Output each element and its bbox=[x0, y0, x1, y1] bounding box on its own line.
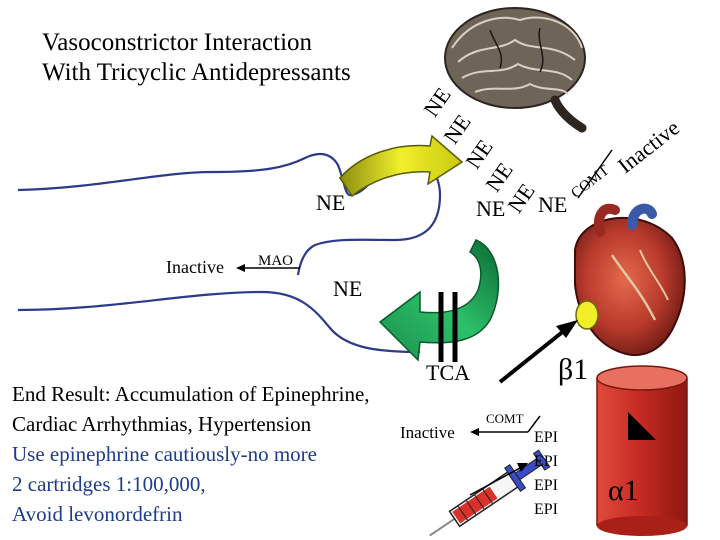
mao-arrow-head bbox=[236, 264, 245, 272]
result-line-1: End Result: Accumulation of Epinephrine, bbox=[12, 382, 370, 406]
epi-arrow-shaft bbox=[469, 467, 521, 496]
presynaptic-neuron bbox=[17, 152, 351, 197]
beta1-arrow-head bbox=[556, 320, 578, 338]
comt-arrow-tail bbox=[527, 415, 541, 433]
heart-icon bbox=[574, 203, 686, 356]
neuron-lower-edge bbox=[17, 290, 421, 354]
ne-label-synapse: NE bbox=[476, 196, 506, 221]
result-line-3: Use epinephrine cautiously-no more bbox=[12, 442, 317, 466]
comt-label-lower: COMT bbox=[486, 411, 524, 426]
epi-arrow-head bbox=[517, 463, 528, 472]
comt-arrow-head bbox=[470, 428, 479, 436]
brain-icon bbox=[444, 7, 587, 133]
blood-vessel-icon bbox=[596, 365, 688, 536]
ne-label-reuptake: NE bbox=[333, 276, 363, 301]
alpha1-receptor-marker bbox=[628, 412, 656, 440]
title-line-1: Vasoconstrictor Interaction bbox=[42, 29, 313, 56]
comt-synapse-arrow bbox=[577, 149, 613, 199]
epi-label-3: EPI bbox=[534, 477, 558, 494]
title-line-2: With Tricyclic Antidepressants bbox=[42, 59, 351, 86]
neuron-upper-lip bbox=[296, 238, 396, 276]
beta1-receptor-label: β1 bbox=[558, 353, 589, 386]
epi-label-2: EPI bbox=[534, 453, 558, 470]
epi-label-1: EPI bbox=[534, 429, 558, 446]
result-line-5: Avoid levonordefrin bbox=[12, 502, 183, 526]
ne-label-cleft: NE bbox=[538, 192, 568, 217]
alpha1-receptor-label: α1 bbox=[608, 474, 639, 507]
tca-label: TCA bbox=[426, 360, 470, 385]
ne-label-terminal: NE bbox=[316, 190, 346, 215]
release-arrow bbox=[339, 134, 464, 198]
mao-label: MAO bbox=[258, 253, 294, 269]
inactive-label-mao: Inactive bbox=[166, 257, 224, 277]
syringe-icon bbox=[429, 449, 551, 537]
result-line-2: Cardiac Arrhythmias, Hypertension bbox=[12, 412, 312, 436]
inactive-label-comt: Inactive bbox=[400, 423, 455, 442]
result-line-4: 2 cartridges 1:100,000, bbox=[12, 472, 206, 496]
beta1-arrow-shaft bbox=[498, 328, 567, 384]
epi-label-4: EPI bbox=[534, 501, 558, 518]
reuptake-arrow bbox=[378, 239, 500, 362]
